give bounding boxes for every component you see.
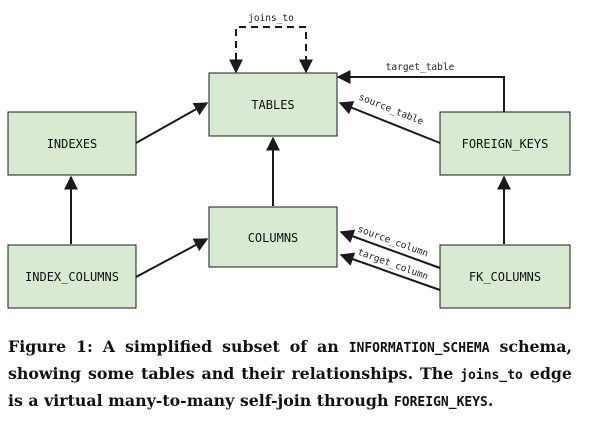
schema-diagram: joins_to target_table source_table sourc…: [7, 13, 571, 309]
edge-joins-to: joins_to: [229, 13, 313, 74]
node-label-indexes: INDEXES: [47, 137, 98, 151]
node-label-fk-columns: FK_COLUMNS: [469, 270, 541, 284]
caption-text-2: schema, showing some tables and their re…: [8, 337, 573, 383]
caption-code-joins-to: joins_to: [460, 368, 523, 383]
caption-code-foreign-keys: FOREIGN_KEYS: [393, 395, 488, 410]
edge-label-target-table: target_table: [386, 62, 455, 73]
node-indexes: INDEXES: [7, 111, 137, 176]
edge-source-table: source_table: [338, 92, 441, 144]
node-tables: TABLES: [208, 72, 338, 137]
caption-text-3: edge is a virtual many-to-many self-join…: [8, 364, 572, 410]
node-foreign-keys: FOREIGN_KEYS: [439, 111, 571, 176]
caption-code-information-schema: INFORMATION_SCHEMA: [348, 341, 490, 356]
edge-target-table: target_table: [336, 62, 505, 112]
node-label-index-columns: INDEX_COLUMNS: [25, 270, 119, 284]
node-label-columns: COLUMNS: [248, 231, 299, 245]
caption-text-4: .: [487, 391, 494, 410]
caption-text-1: Figure 1: A simplified subset of an: [8, 337, 349, 356]
node-columns: COLUMNS: [208, 206, 338, 268]
edge-index-columns-columns: [135, 238, 209, 278]
edge-label-joins-to: joins_to: [248, 13, 294, 24]
node-fk-columns: FK_COLUMNS: [439, 244, 571, 309]
node-index-columns: INDEX_COLUMNS: [7, 244, 137, 309]
edge-indexes-tables: [135, 102, 209, 144]
node-label-tables: TABLES: [251, 98, 294, 112]
edge-label-source-table: source_table: [357, 92, 425, 128]
node-label-foreign-keys: FOREIGN_KEYS: [462, 137, 549, 151]
figure-caption: Figure 1: A simplified subset of an INFO…: [8, 334, 572, 415]
